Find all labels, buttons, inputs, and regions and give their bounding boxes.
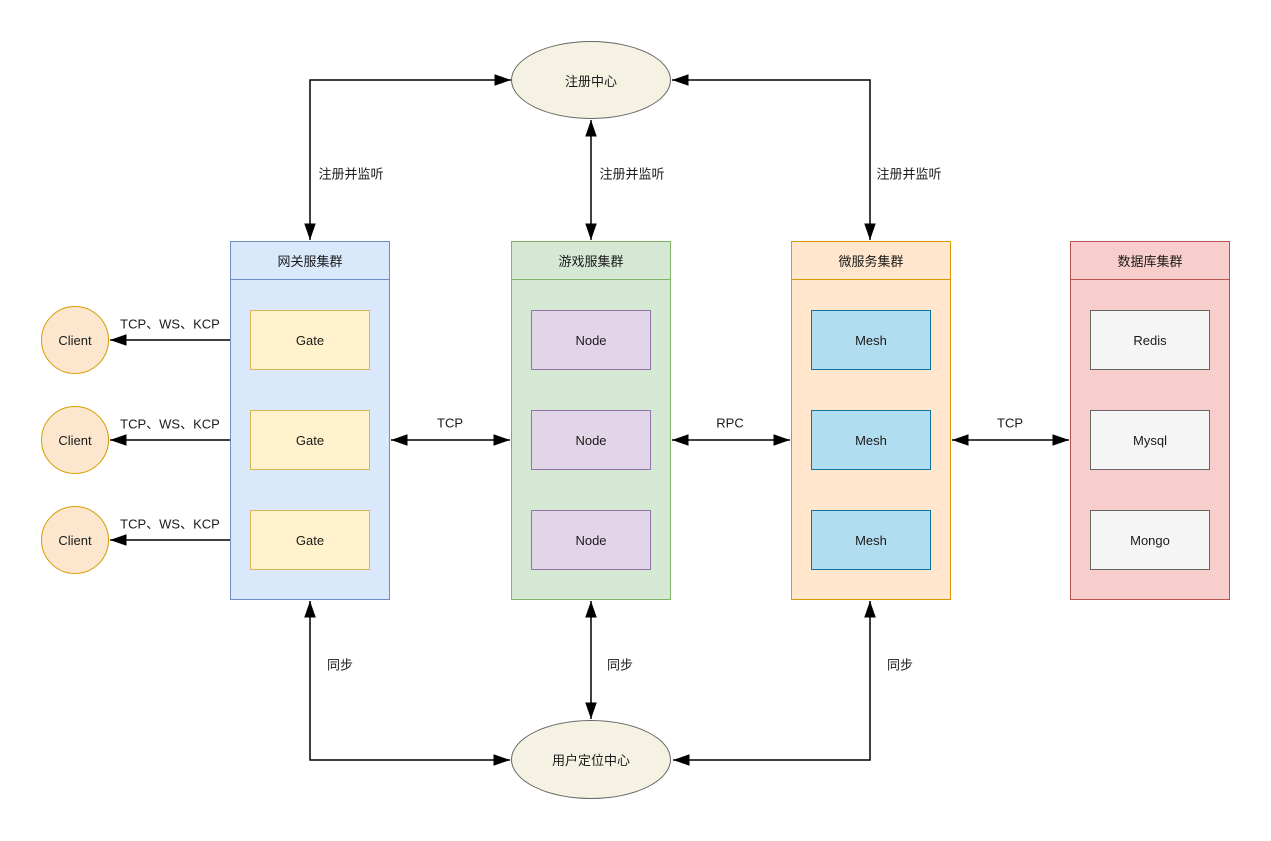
node-box-3: Node xyxy=(531,510,651,570)
edge-registry-gateway xyxy=(304,74,511,240)
edge-micro-locator xyxy=(673,601,876,766)
registry-center-ellipse: 注册中心 xyxy=(511,41,671,119)
label-gateway-game-tcp: TCP xyxy=(437,415,463,431)
cluster-gateway-title: 网关服集群 xyxy=(231,242,389,280)
label-game-micro-rpc: RPC xyxy=(716,415,744,431)
edge-registry-micro xyxy=(672,74,876,240)
client-label-1: Client xyxy=(58,332,92,348)
edge-gateway-locator xyxy=(304,601,510,766)
mesh-box-1: Mesh xyxy=(811,310,931,370)
client-label-2: Client xyxy=(58,432,92,448)
client-circle-3: Client xyxy=(41,506,109,574)
cluster-game-title: 游戏服集群 xyxy=(512,242,670,280)
client-circle-1: Client xyxy=(41,306,109,374)
cluster-gateway: 网关服集群 Gate Gate Gate xyxy=(230,241,390,600)
mysql-box: Mysql xyxy=(1090,410,1210,470)
label-sync-1: 同步 xyxy=(326,657,354,673)
label-register-listen-2: 注册并监听 xyxy=(599,166,665,182)
redis-box: Redis xyxy=(1090,310,1210,370)
client-label-3: Client xyxy=(58,532,92,548)
user-locator-label: 用户定位中心 xyxy=(551,753,630,768)
node-box-2: Node xyxy=(531,410,651,470)
node-box-1: Node xyxy=(531,310,651,370)
mesh-box-2: Mesh xyxy=(811,410,931,470)
label-client-gateway-3: TCP、WS、KCP xyxy=(120,516,220,532)
client-circle-2: Client xyxy=(41,406,109,474)
cluster-db-title: 数据库集群 xyxy=(1071,242,1229,280)
label-sync-3: 同步 xyxy=(886,657,914,673)
cluster-micro: 微服务集群 Mesh Mesh Mesh xyxy=(791,241,951,600)
label-micro-db-tcp: TCP xyxy=(997,415,1023,431)
gate-box-1: Gate xyxy=(250,310,370,370)
label-register-listen-1: 注册并监听 xyxy=(318,166,384,182)
label-register-listen-3: 注册并监听 xyxy=(876,166,942,182)
label-client-gateway-1: TCP、WS、KCP xyxy=(120,316,220,332)
mesh-box-3: Mesh xyxy=(811,510,931,570)
cluster-db: 数据库集群 Redis Mysql Mongo xyxy=(1070,241,1230,600)
cluster-game: 游戏服集群 Node Node Node xyxy=(511,241,671,600)
user-locator-ellipse: 用户定位中心 xyxy=(511,720,671,799)
label-client-gateway-2: TCP、WS、KCP xyxy=(120,416,220,432)
cluster-micro-title: 微服务集群 xyxy=(792,242,950,280)
mongo-box: Mongo xyxy=(1090,510,1210,570)
registry-center-label: 注册中心 xyxy=(564,73,617,89)
gate-box-2: Gate xyxy=(250,410,370,470)
label-sync-2: 同步 xyxy=(606,657,634,673)
gate-box-3: Gate xyxy=(250,510,370,570)
